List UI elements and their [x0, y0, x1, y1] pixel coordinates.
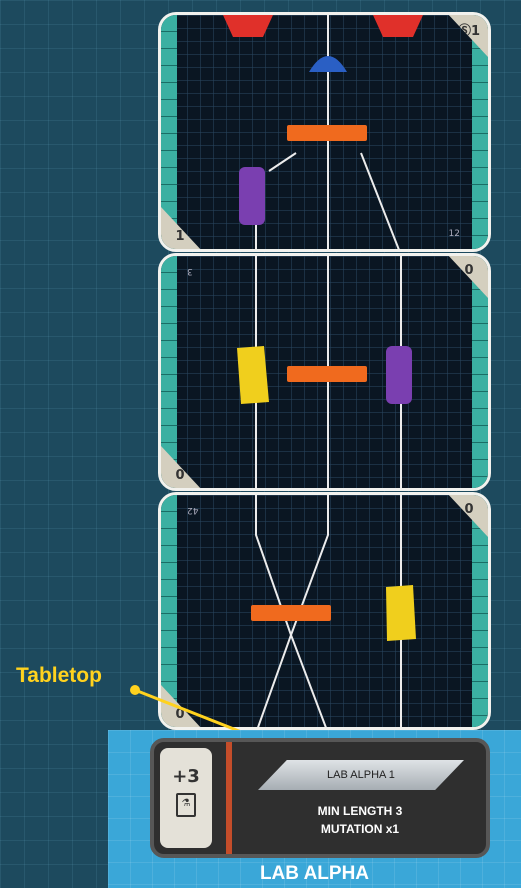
- blue-dome: [309, 56, 347, 72]
- tile-number: 3: [187, 266, 193, 276]
- min-length-req: MIN LENGTH 3: [250, 804, 470, 818]
- orange-bar: [251, 605, 331, 621]
- yellow-block: [386, 585, 416, 641]
- lab-title: LAB ALPHA 1: [258, 760, 464, 790]
- lab-card[interactable]: +3 ⚗ LAB ALPHA 1 MIN LENGTH 3 MUTATION x…: [150, 738, 490, 858]
- tabletop-callout-label: Tabletop: [16, 664, 102, 688]
- reward-box: +3 ⚗: [160, 748, 212, 848]
- flask-icon: ⚗: [176, 793, 196, 817]
- tile-3-drawing: [161, 495, 491, 730]
- yellow-block: [237, 346, 269, 404]
- lab-panel: +3 ⚗ LAB ALPHA 1 MIN LENGTH 3 MUTATION x…: [108, 730, 521, 888]
- purple-block: [239, 167, 265, 225]
- tile-1-drawing: [161, 15, 491, 252]
- orange-bar: [287, 125, 367, 141]
- dna-tile-1[interactable]: Ⓢ1 1 12: [158, 12, 491, 252]
- card-divider: [226, 742, 232, 854]
- orange-bar: [287, 366, 367, 382]
- tile-number: 42: [187, 505, 198, 515]
- tile-2-drawing: [161, 256, 491, 491]
- reward-value: +3: [160, 766, 212, 787]
- tile-number: 12: [449, 229, 460, 239]
- lab-name: LAB ALPHA: [108, 863, 521, 885]
- dna-tile-2[interactable]: 0 0 3: [158, 253, 491, 491]
- dna-tile-3[interactable]: 0 0 42: [158, 492, 491, 730]
- red-marker-right: [373, 15, 423, 37]
- red-marker-left: [223, 15, 273, 37]
- mutation-req: MUTATION x1: [250, 822, 470, 836]
- purple-block: [386, 346, 412, 404]
